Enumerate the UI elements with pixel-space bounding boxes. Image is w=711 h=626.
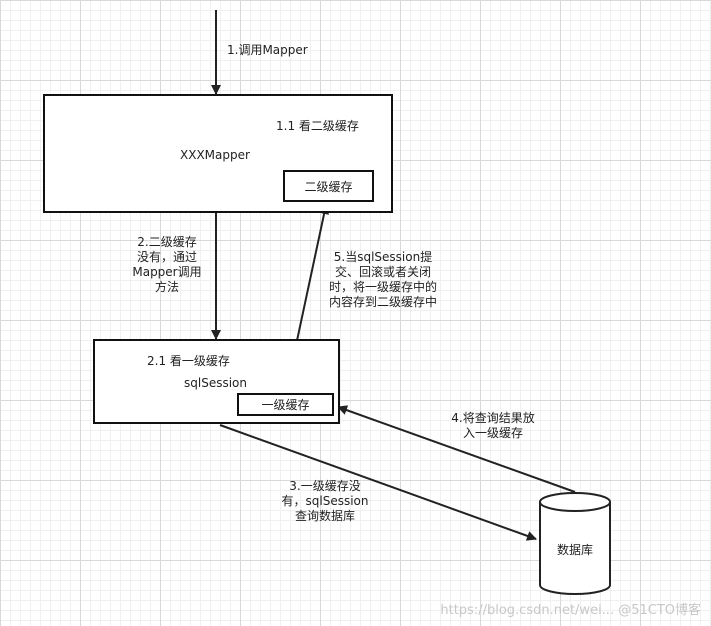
step2-line: 没有，通过 <box>136 250 197 264</box>
step4-line: 入一级缓存 <box>462 426 523 440</box>
l2-cache-label: 二级缓存 <box>304 179 353 194</box>
step5-label: 5.当sqlSession提 交、回滚或者关闭 时，将一级缓存中的 内容存到二级… <box>318 250 448 310</box>
step5-line: 交、回滚或者关闭 <box>334 265 431 279</box>
arrow-session-to-db <box>219 424 537 541</box>
step2-label: 2.二级缓存 没有，通过 Mapper调用 方法 <box>126 235 208 295</box>
step4-line: 4.将查询结果放 <box>451 411 535 425</box>
step2-line: 方法 <box>154 280 179 294</box>
arrow-db-to-l1 <box>337 405 576 493</box>
mapper-title: XXXMapper <box>180 148 250 162</box>
step3-line: 查询数据库 <box>294 509 355 523</box>
step2-1-label: 2.1 看一级缓存 <box>147 354 230 368</box>
step4-label: 4.将查询结果放 入一级缓存 <box>438 411 548 441</box>
session-title: sqlSession <box>184 376 247 390</box>
step5-line: 时，将一级缓存中的 <box>328 280 437 294</box>
l1-cache-box: 一级缓存 <box>237 393 334 416</box>
step2-line: 2.二级缓存 <box>137 235 197 249</box>
step3-label: 3.一级缓存没 有，sqlSession 查询数据库 <box>270 479 380 524</box>
step3-line: 3.一级缓存没 <box>289 479 361 493</box>
step5-line: 5.当sqlSession提 <box>333 250 433 264</box>
watermark: https://blog.csdn.net/wei... @51CTO博客 <box>440 603 701 618</box>
l1-cache-label: 一级缓存 <box>261 398 310 412</box>
step1-1-label: 1.1 看二级缓存 <box>276 119 359 133</box>
l2-cache-box: 二级缓存 <box>283 170 374 202</box>
step3-line: 有，sqlSession <box>281 494 369 508</box>
step5-line: 内容存到二级缓存中 <box>328 295 437 309</box>
database-cylinder <box>539 492 611 595</box>
step1-label: 1.调用Mapper <box>227 43 308 57</box>
step2-line: Mapper调用 <box>132 265 202 279</box>
database-label: 数据库 <box>556 543 593 557</box>
